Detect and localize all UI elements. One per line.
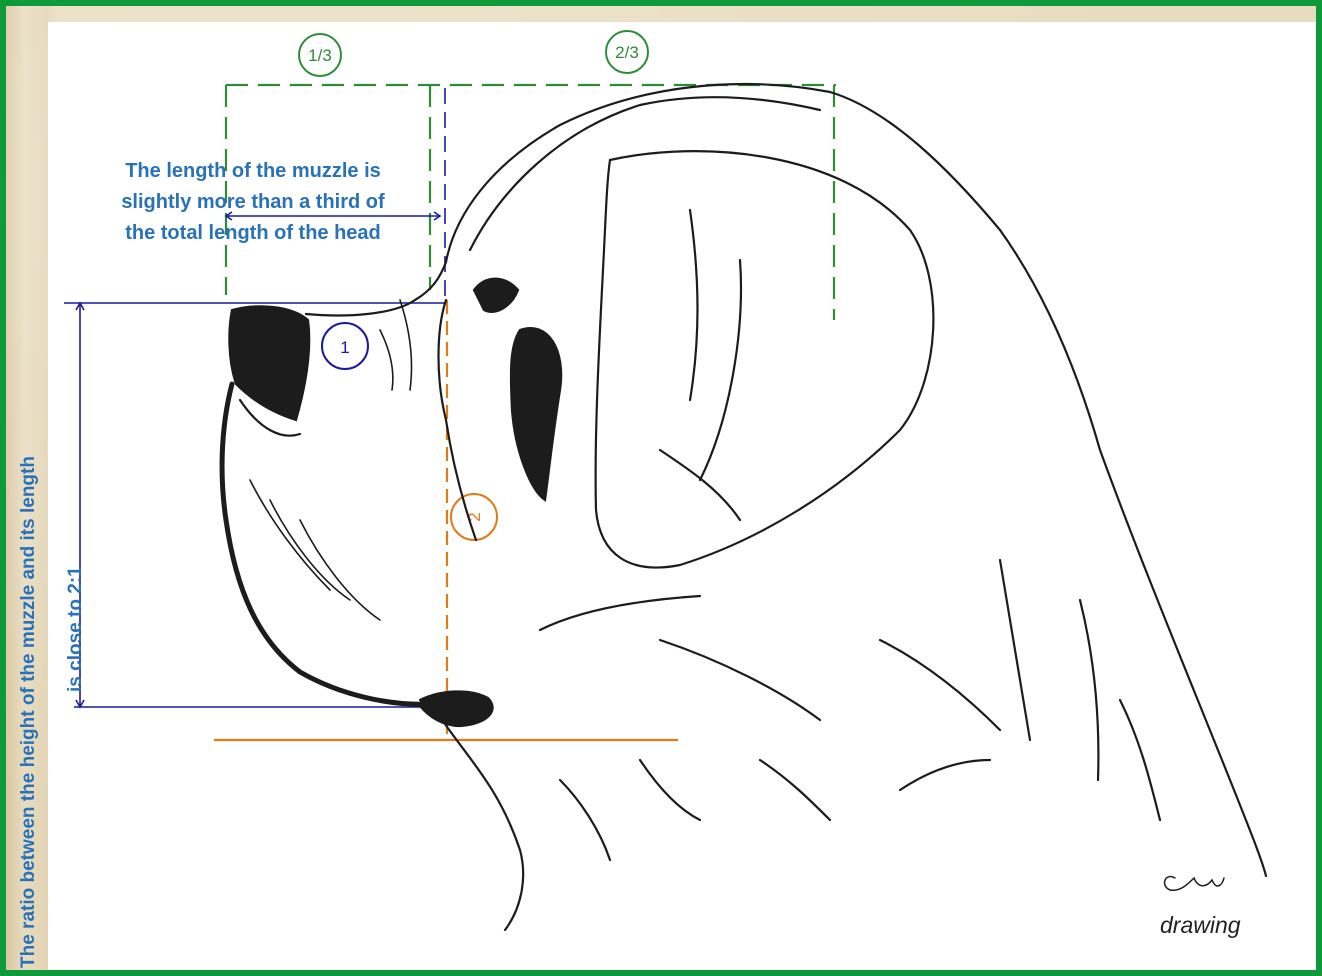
chest-line-5 — [560, 780, 610, 860]
ratio-note-line-1: The ratio between the height of the muzz… — [17, 456, 41, 968]
two-thirds-label: 2/3 — [615, 43, 639, 62]
marker-one-badge: 1 — [322, 323, 368, 369]
drawing-caption: drawing — [1160, 912, 1241, 939]
artist-signature — [1165, 877, 1224, 891]
neck-line-3 — [880, 640, 1000, 730]
ear-outline — [596, 151, 934, 567]
muzzle-hatch-5 — [400, 300, 412, 390]
brow-ridge — [470, 97, 820, 250]
dog-head-diagram: 1/3 2/3 1 — [6, 6, 1316, 970]
neck-line-2 — [660, 640, 820, 720]
fraction-badges: 1/3 2/3 — [299, 31, 648, 76]
chest-line-1 — [760, 760, 830, 820]
neck-line-5 — [1080, 600, 1098, 780]
cheek-patch — [511, 328, 561, 500]
ear-fold-2 — [700, 260, 741, 480]
neck-line-4 — [1000, 560, 1030, 740]
muzzle-hatch-2 — [270, 500, 350, 600]
muzzle-length-note: The length of the muzzle is slightly mor… — [68, 156, 438, 249]
ear-fold-3 — [660, 450, 740, 520]
muzzle-note-line-2: slightly more than a third of — [68, 187, 438, 218]
chest-line-2 — [900, 760, 990, 790]
chin-throat-line — [445, 724, 523, 930]
muzzle-hatch-4 — [380, 330, 393, 390]
muzzle-note-line-1: The length of the muzzle is — [68, 156, 438, 187]
ear-fold-1 — [690, 210, 698, 400]
muzzle-note-line-3: the total length of the head — [68, 218, 438, 249]
neck-line-1 — [540, 596, 700, 630]
one-third-label: 1/3 — [308, 46, 332, 65]
muzzle-top-edge — [306, 262, 446, 315]
marker-one-label: 1 — [340, 338, 349, 357]
chest-line-4 — [640, 760, 700, 820]
eye-shape — [474, 279, 518, 312]
chest-line-3 — [1120, 700, 1160, 820]
one-third-badge: 1/3 — [299, 34, 341, 76]
stop-profile — [439, 300, 477, 540]
lower-jaw — [420, 691, 493, 726]
ratio-note-line-2: is close to 2:1 — [64, 566, 88, 692]
upper-lip-edge — [222, 384, 430, 704]
two-thirds-badge: 2/3 — [606, 31, 648, 73]
